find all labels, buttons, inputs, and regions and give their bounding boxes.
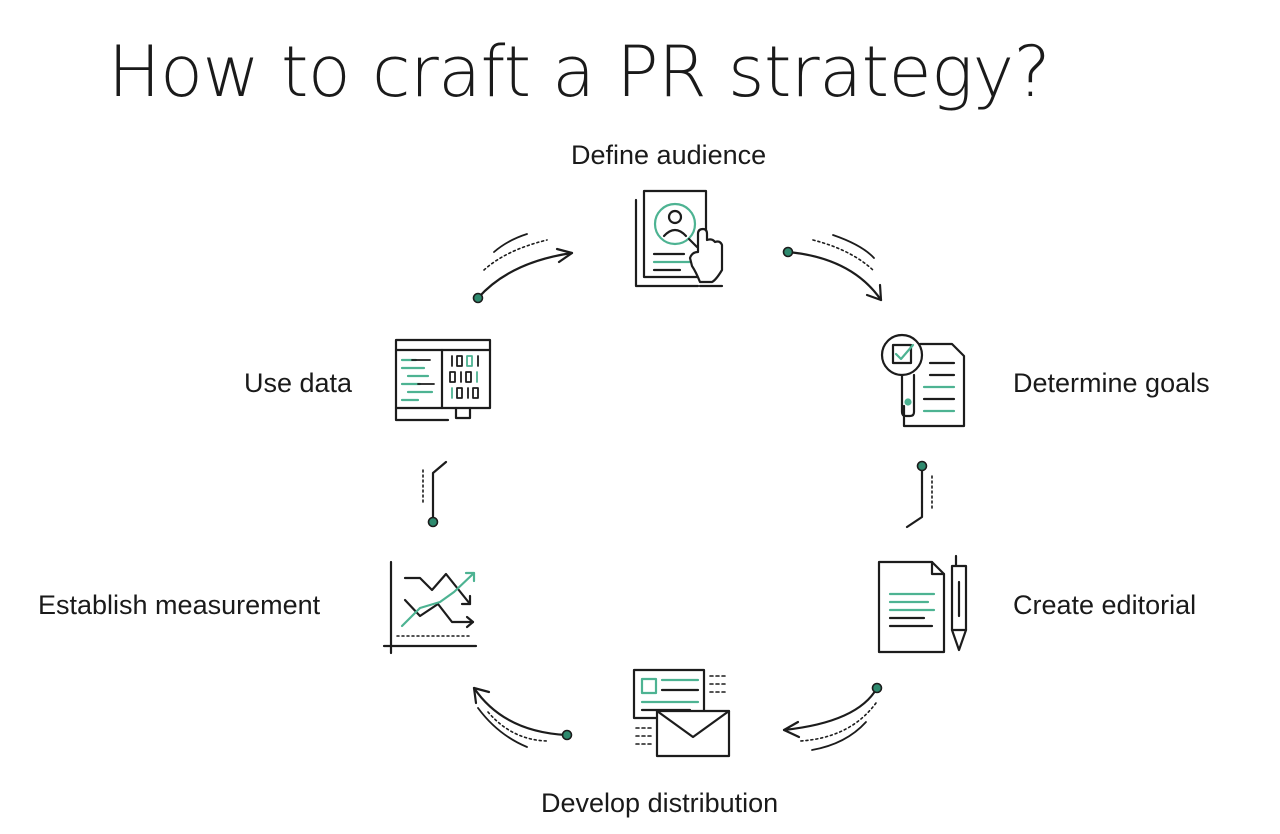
arrow-audience-to-goals xyxy=(782,234,883,302)
step-label-define-audience: Define audience xyxy=(571,140,767,170)
arrow-data-to-audience xyxy=(472,233,574,304)
editorial-document-icon xyxy=(877,554,968,654)
audience-search-icon xyxy=(634,189,724,288)
data-monitor-icon xyxy=(394,338,492,422)
step-label-establish-measurement: Establish measurement xyxy=(38,590,321,620)
step-label-determine-goals: Determine goals xyxy=(1013,368,1210,398)
arrow-editorial-to-distribution xyxy=(782,682,883,751)
step-label-use-data: Use data xyxy=(244,368,353,398)
goals-checklist-icon xyxy=(880,333,966,428)
measurement-chart-icon xyxy=(382,560,478,655)
arrow-distribution-to-measurement xyxy=(472,686,573,748)
page-title: How to craft a PR strategy? xyxy=(108,31,1051,113)
step-label-create-editorial: Create editorial xyxy=(1013,590,1197,620)
arrow-goals-to-editorial xyxy=(905,460,933,529)
step-label-develop-distribution: Develop distribution xyxy=(541,788,779,818)
distribution-mail-icon xyxy=(632,668,731,758)
arrow-measurement-to-data xyxy=(422,460,448,528)
